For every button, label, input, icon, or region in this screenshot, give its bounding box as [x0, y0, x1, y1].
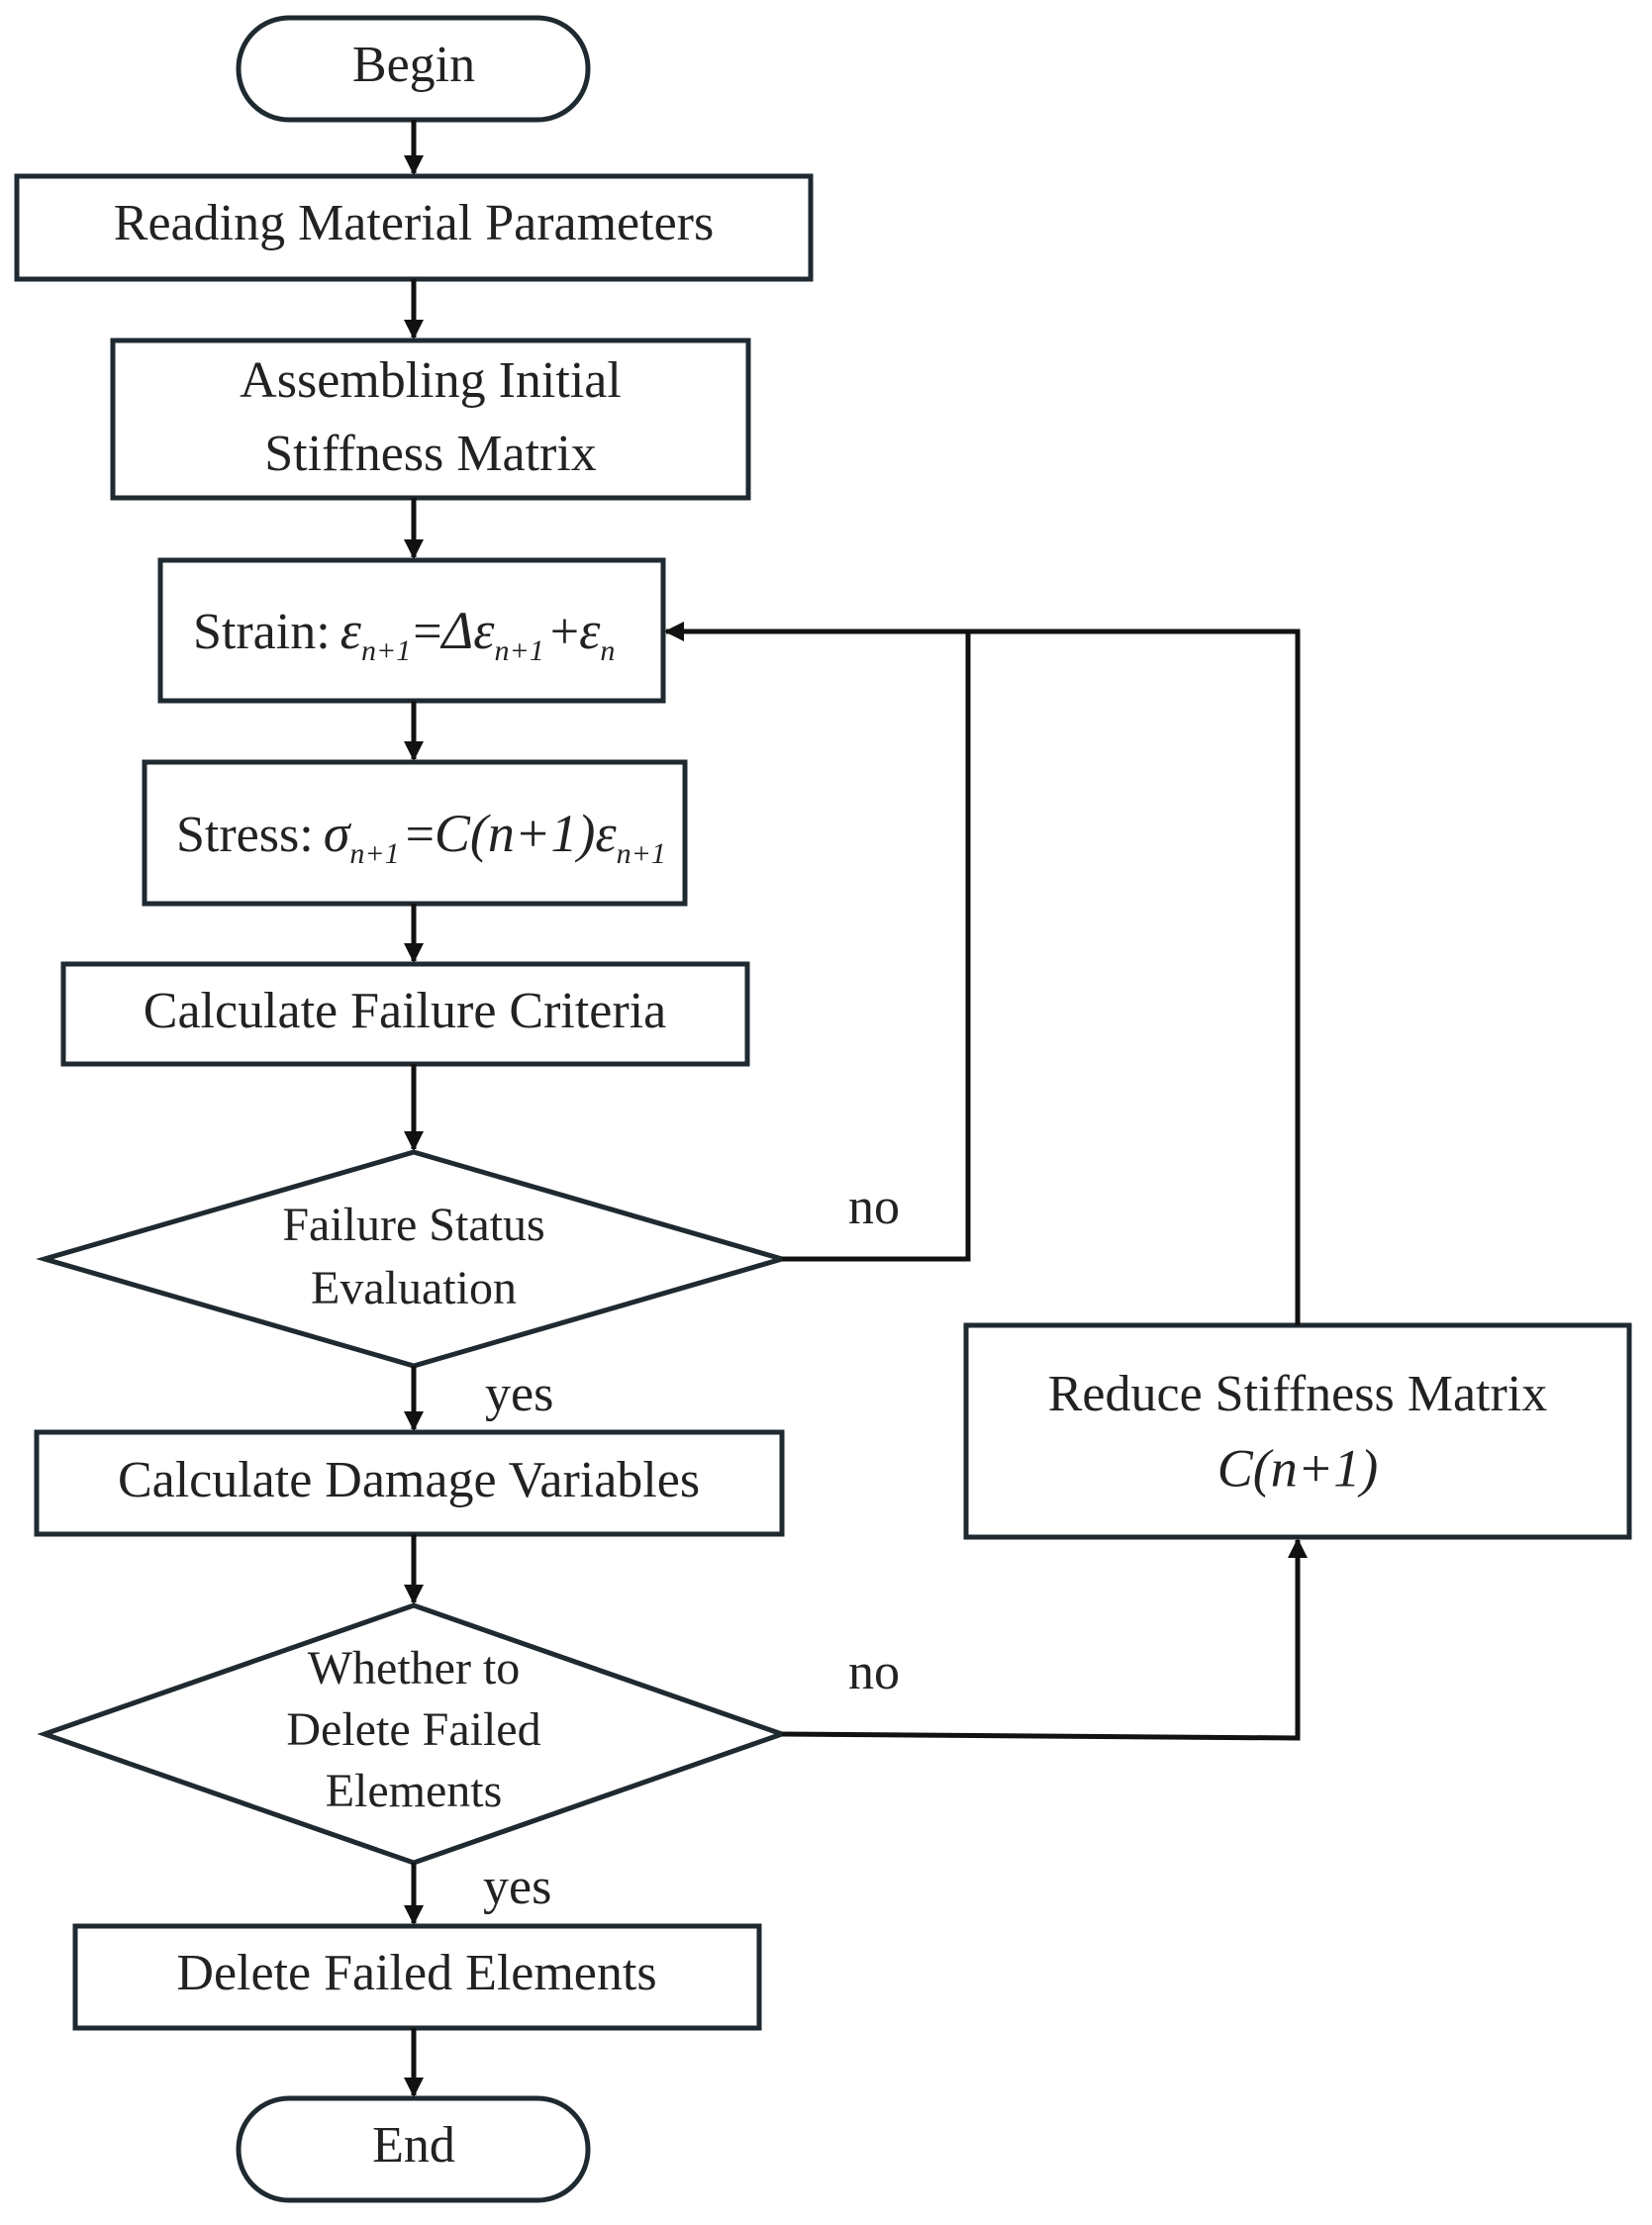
calculate-failure-criteria-box	[60, 961, 750, 1067]
calculate-failure-criteria-label: Calculate Failure Criteria	[144, 983, 666, 1039]
stress-rhs-subscript: n+1	[617, 837, 666, 870]
stress-equation: Stress: σn+1=C(n+1)εn+1	[176, 804, 666, 870]
reduce-stiffness-label-line1: Reduce Stiffness Matrix	[1048, 1366, 1548, 1422]
calculate-damage-variables-box	[34, 1429, 785, 1537]
assembling-stiffness-box	[110, 338, 751, 501]
reading-material-parameters-label: Reading Material Parameters	[114, 195, 714, 251]
strain-rhs-subscript: n	[600, 634, 615, 667]
strain-equation: Strain: εn+1=Δεn+1+εn	[193, 601, 615, 667]
stress-sigma-symbol: σ	[324, 804, 352, 863]
calculate-damage-variables-label: Calculate Damage Variables	[118, 1452, 700, 1508]
strain-rhs-symbol: ε	[579, 601, 601, 660]
strain-equation-label: Strain:	[193, 604, 331, 660]
strain-lhs-symbol: ε	[340, 601, 362, 660]
stress-equation-label: Stress:	[176, 807, 314, 863]
stress-rhs-expression: C(n+1)ε	[435, 804, 617, 863]
reading-material-parameters-box	[14, 173, 814, 282]
edge-label-yes-evaluation: yes	[485, 1366, 553, 1422]
failure-status-label-line2: Evaluation	[311, 1262, 517, 1314]
assembling-label-line1: Assembling Initial	[240, 352, 622, 409]
strain-equals-sign: =	[413, 604, 441, 660]
failure-status-label-line1: Failure Status	[282, 1199, 544, 1251]
reduce-stiffness-matrix-box	[963, 1322, 1632, 1540]
stress-equals-sign: =	[406, 807, 435, 863]
arrow-reduce-to-strain	[968, 629, 1301, 1325]
assembling-label-line2: Stiffness Matrix	[264, 426, 597, 482]
edge-label-no-delete: no	[848, 1644, 900, 1700]
edge-label-yes-delete: yes	[483, 1859, 551, 1915]
arrow-no-delete-to-reduce	[781, 1538, 1308, 1741]
stress-sigma-subscript: n+1	[349, 837, 399, 870]
delete-failed-elements-box	[72, 1923, 762, 2031]
end-terminal	[236, 2095, 591, 2203]
delete-decision-label-line2: Delete Failed	[286, 1703, 540, 1756]
delete-failed-elements-label: Delete Failed Elements	[176, 1945, 656, 2001]
arrow-no-evaluation-loop	[664, 622, 971, 1262]
end-label: End	[372, 2117, 455, 2174]
strain-box	[157, 557, 666, 704]
delete-decision-label-line3: Elements	[326, 1765, 503, 1817]
failure-status-evaluation-decision	[36, 1149, 791, 1369]
begin-label: Begin	[352, 37, 475, 93]
delete-decision-label-line1: Whether to	[308, 1642, 521, 1694]
strain-lhs-subscript: n+1	[361, 634, 411, 667]
strain-plus-sign: +	[550, 604, 579, 660]
reduce-stiffness-label-line2: C(n+1)	[1217, 1438, 1378, 1498]
edge-label-no-evaluation: no	[848, 1179, 900, 1235]
strain-delta-symbol: Δε	[440, 601, 496, 660]
strain-delta-subscript: n+1	[495, 634, 544, 667]
